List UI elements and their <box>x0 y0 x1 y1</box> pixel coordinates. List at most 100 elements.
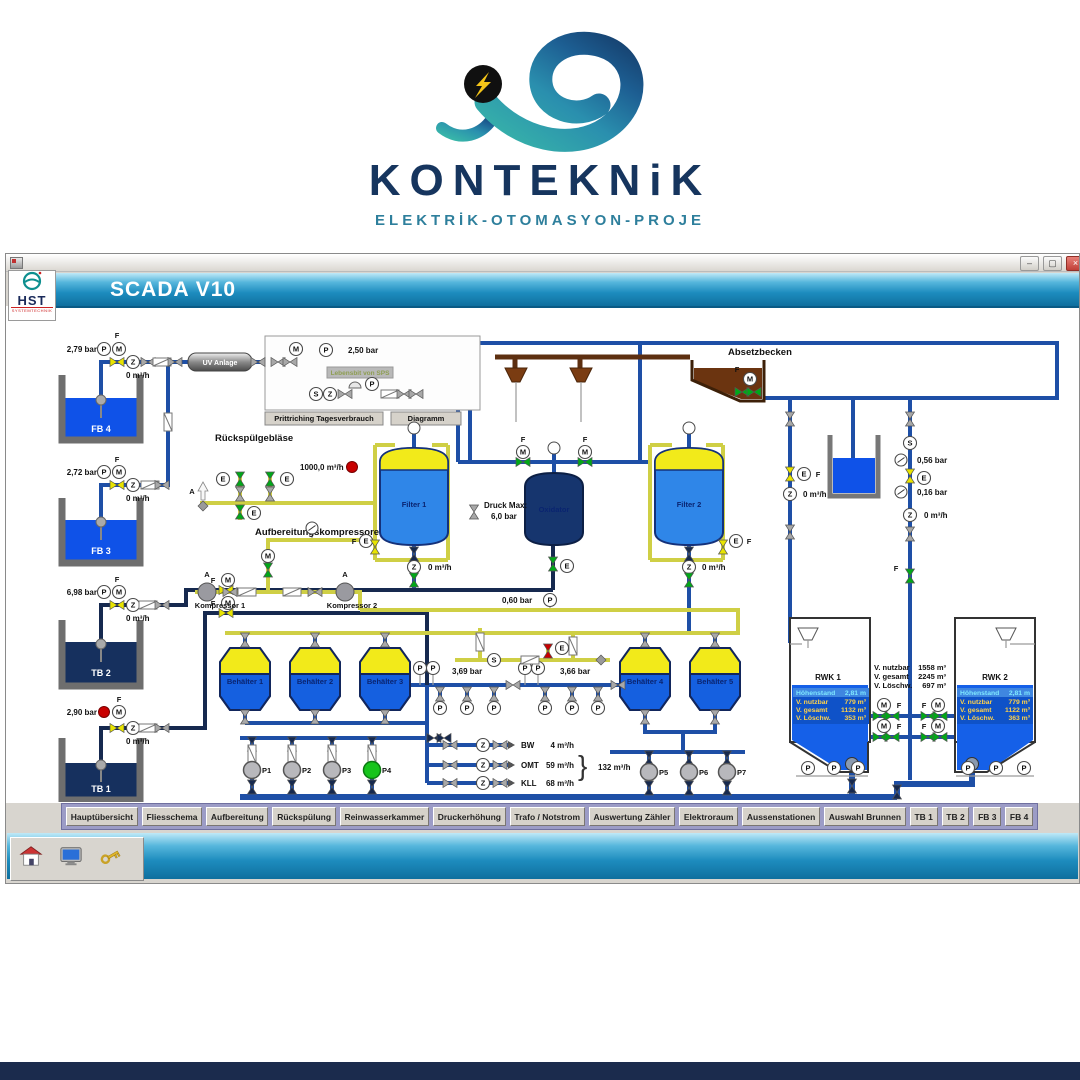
valve-icon <box>154 600 170 610</box>
svg-text:Höhenstand: Höhenstand <box>796 690 835 697</box>
svg-text:M: M <box>582 448 588 457</box>
nav-trafo-notstrom[interactable]: Trafo / Notstrom <box>509 807 585 826</box>
nav-elektroraum[interactable]: Elektroraum <box>679 807 739 826</box>
valve-icon <box>154 723 170 733</box>
valve-icon <box>367 779 377 795</box>
svg-text:E: E <box>801 470 806 479</box>
nav-tb1[interactable]: TB 1 <box>909 807 938 826</box>
rwk-valves: M F F M M F F M <box>872 697 948 742</box>
svg-text:P: P <box>805 764 810 773</box>
pump-icon[interactable] <box>282 760 302 780</box>
float-switch-icon <box>95 394 107 406</box>
company-name: KONTEKNiK <box>368 156 712 205</box>
toolbar-panel <box>10 837 144 881</box>
nav-aufbereitung[interactable]: Aufbereitung <box>206 807 269 826</box>
gauge-icon <box>305 521 319 535</box>
lightning-icon <box>475 72 491 98</box>
nav-tb2[interactable]: TB 2 <box>941 807 970 826</box>
svg-text:P: P <box>491 704 496 713</box>
rwk-gauges: P P P P P P <box>796 760 1034 800</box>
nav-auswertung-zaehler[interactable]: Auswertung Zähler <box>588 807 676 826</box>
vent-icon <box>682 421 696 435</box>
home-button[interactable] <box>13 840 49 872</box>
flow-value: 0 m³/h <box>126 371 150 380</box>
tank-label: FB 3 <box>91 546 111 556</box>
vent-icon <box>407 421 421 435</box>
pump-icon[interactable] <box>242 760 262 780</box>
svg-text:F: F <box>115 575 120 584</box>
flow-value: 0 m³/h <box>803 490 827 499</box>
pressure-value: 0,56 bar <box>917 456 947 465</box>
window-icon <box>10 257 23 269</box>
valve-icon <box>718 539 728 555</box>
well-fb3: FB 3 2,72 bar F P M Z 0 m³/h <box>58 455 150 567</box>
key-button[interactable] <box>93 840 129 872</box>
valve-icon <box>884 711 900 721</box>
valve-icon <box>235 471 245 487</box>
tank-label: TB 2 <box>91 668 111 678</box>
close-button[interactable]: × <box>1066 256 1079 271</box>
diagramm-button[interactable]: Diagramm <box>390 411 462 426</box>
flow-counter: Z <box>125 597 141 613</box>
svg-text:M: M <box>116 708 122 717</box>
nav-hauptuebersicht[interactable]: Hauptübersicht <box>66 807 138 826</box>
vessel-b4: Behälter 4 <box>619 647 671 711</box>
svg-text:Z: Z <box>131 358 136 367</box>
screen-button[interactable] <box>53 840 89 872</box>
nav-rueckspuelung[interactable]: Rückspülung <box>272 807 336 826</box>
pump-icon[interactable] <box>322 760 342 780</box>
pressure-vessels: Behälter 1 Behälter 2 Behälter 3 Behälte… <box>219 632 741 725</box>
svg-text:P: P <box>369 380 374 389</box>
hst-logo: HST SYSTEMTECHNIK <box>8 270 56 321</box>
pump-icon[interactable] <box>639 762 659 782</box>
minimize-button[interactable]: – <box>1020 256 1039 271</box>
reservoir-name: RWK 2 <box>982 673 1008 682</box>
svg-text:P: P <box>464 704 469 713</box>
valve-icon <box>442 778 458 788</box>
reservoir-name: RWK 1 <box>815 673 841 682</box>
valve-icon <box>905 526 915 542</box>
svg-text:E: E <box>284 475 289 484</box>
svg-text:S: S <box>907 439 912 448</box>
flow-indicator-icon <box>138 600 158 610</box>
nav-druckerhoehung[interactable]: Druckerhöhung <box>433 807 506 826</box>
vessel-b3: Behälter 3 <box>359 647 411 711</box>
nav-auswahl-brunnen[interactable]: Auswahl Brunnen <box>824 807 906 826</box>
svg-text:P: P <box>569 704 574 713</box>
svg-text:P: P <box>993 764 998 773</box>
vessel-b1: Behälter 1 <box>219 647 271 711</box>
flow-indicator-icon <box>475 632 485 652</box>
svg-text:Z: Z <box>131 601 136 610</box>
page-title: SCADA V10 <box>110 278 237 301</box>
nav-fliesschema[interactable]: Fliesschema <box>141 807 203 826</box>
svg-text:F: F <box>897 722 902 731</box>
filter-2: Filter 2 E F Z 0 m³/h <box>654 421 752 588</box>
pump-icon[interactable] <box>717 762 737 782</box>
svg-text:2,81 m: 2,81 m <box>845 690 866 697</box>
motor-valve-gauge: M <box>111 704 127 720</box>
druck-max-label: Druck Max: <box>484 501 527 510</box>
tagesverbrauch-button[interactable]: Prittriching Tagesverbrauch <box>264 411 384 426</box>
pump-icon[interactable] <box>362 760 382 780</box>
svg-text:1558 m³: 1558 m³ <box>918 663 946 672</box>
nav-fb4[interactable]: FB 4 <box>1005 807 1034 826</box>
sps-status-panel <box>326 366 394 379</box>
motor-gauge: M <box>288 341 304 357</box>
svg-text:P: P <box>542 704 547 713</box>
pump-icon[interactable] <box>679 762 699 782</box>
valve-icon <box>489 686 499 702</box>
nav-fb3[interactable]: FB 3 <box>973 807 1002 826</box>
nav-aussenstationen[interactable]: Aussenstationen <box>742 807 821 826</box>
nav-reinwasserkammer[interactable]: Reinwasserkammer <box>339 807 429 826</box>
maximize-button[interactable]: ▢ <box>1043 256 1062 271</box>
pump-label: P6 <box>699 768 708 777</box>
flow-meters: Z BW 4 m³/h Z OMT 59 m³/h Z KLL 68 m³/h … <box>442 737 631 791</box>
svg-text:Z: Z <box>412 563 417 572</box>
svg-text:Diagramm: Diagramm <box>408 414 445 423</box>
svg-text:Z: Z <box>481 741 486 750</box>
flow-label: BW <box>521 741 535 750</box>
hst-subtitle: SYSTEMTECHNIK <box>11 307 53 313</box>
vent-icon <box>547 441 561 455</box>
rwk2-tank: RWK 2 Höhenstand 2,81 m V. nutzbar 779 m… <box>954 617 1036 773</box>
valve-icon <box>327 779 337 795</box>
